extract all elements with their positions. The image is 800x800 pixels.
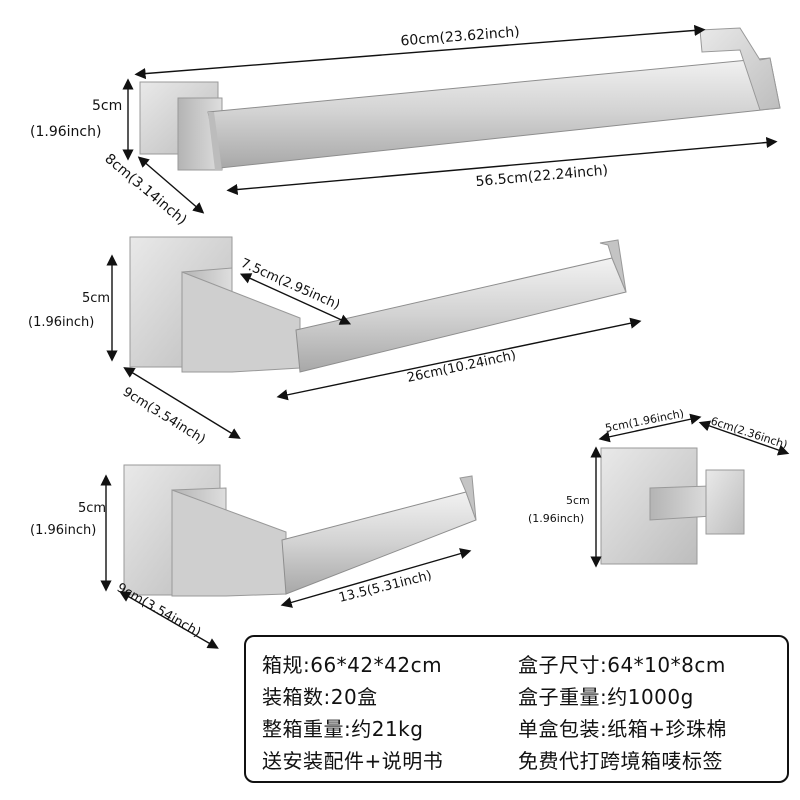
spec-carton-weight: 整箱重量:约21kg <box>262 717 424 741</box>
short-holder-length-label: 13.5(5.31inch) <box>337 568 433 606</box>
short-holder-dimension-lines <box>100 474 472 649</box>
spec-accessories: 送安装配件+说明书 <box>262 749 444 773</box>
spec-carton-size: 箱规:66*42*42cm <box>262 653 443 677</box>
long-holder-depth-label: 9cm(3.54inch) <box>120 385 208 448</box>
robe-hook-dimension-lines <box>590 413 790 568</box>
robe-hook-height-inch-label: (1.96inch) <box>528 512 584 525</box>
long-holder-length-label: 26cm(10.24inch) <box>406 348 518 386</box>
spec-labeling: 免费代打跨境箱唛标签 <box>518 749 723 773</box>
robe-hook-width-label: 5cm(1.96inch) <box>604 407 685 435</box>
long-holder-height-label: 5cm <box>82 291 110 306</box>
short-holder-illustration <box>123 464 477 597</box>
short-holder-height-label: 5cm <box>78 501 106 516</box>
towel-bar-height-inch-label: (1.96inch) <box>30 124 101 140</box>
towel-bar-height-label: 5cm <box>92 98 122 114</box>
robe-hook-illustration <box>600 447 745 565</box>
spec-units-per-carton: 装箱数:20盒 <box>262 685 378 709</box>
long-holder-dimension-lines <box>106 254 642 439</box>
robe-hook-depth-label: 6cm(2.36inch) <box>709 414 789 451</box>
towel-bar-dimension-lines <box>122 24 778 214</box>
spec-single-packaging: 单盒包装:纸箱+珍珠棉 <box>518 717 727 741</box>
spec-box-size: 盒子尺寸:64*10*8cm <box>518 653 726 677</box>
robe-hook-height-label: 5cm <box>566 494 590 507</box>
long-holder-height-inch-label: (1.96inch) <box>28 315 94 330</box>
short-holder-height-inch-label: (1.96inch) <box>30 523 96 538</box>
long-holder-illustration <box>129 236 627 373</box>
spec-box-weight: 盒子重量:约1000g <box>518 685 694 709</box>
packaging-spec-box <box>244 635 789 783</box>
